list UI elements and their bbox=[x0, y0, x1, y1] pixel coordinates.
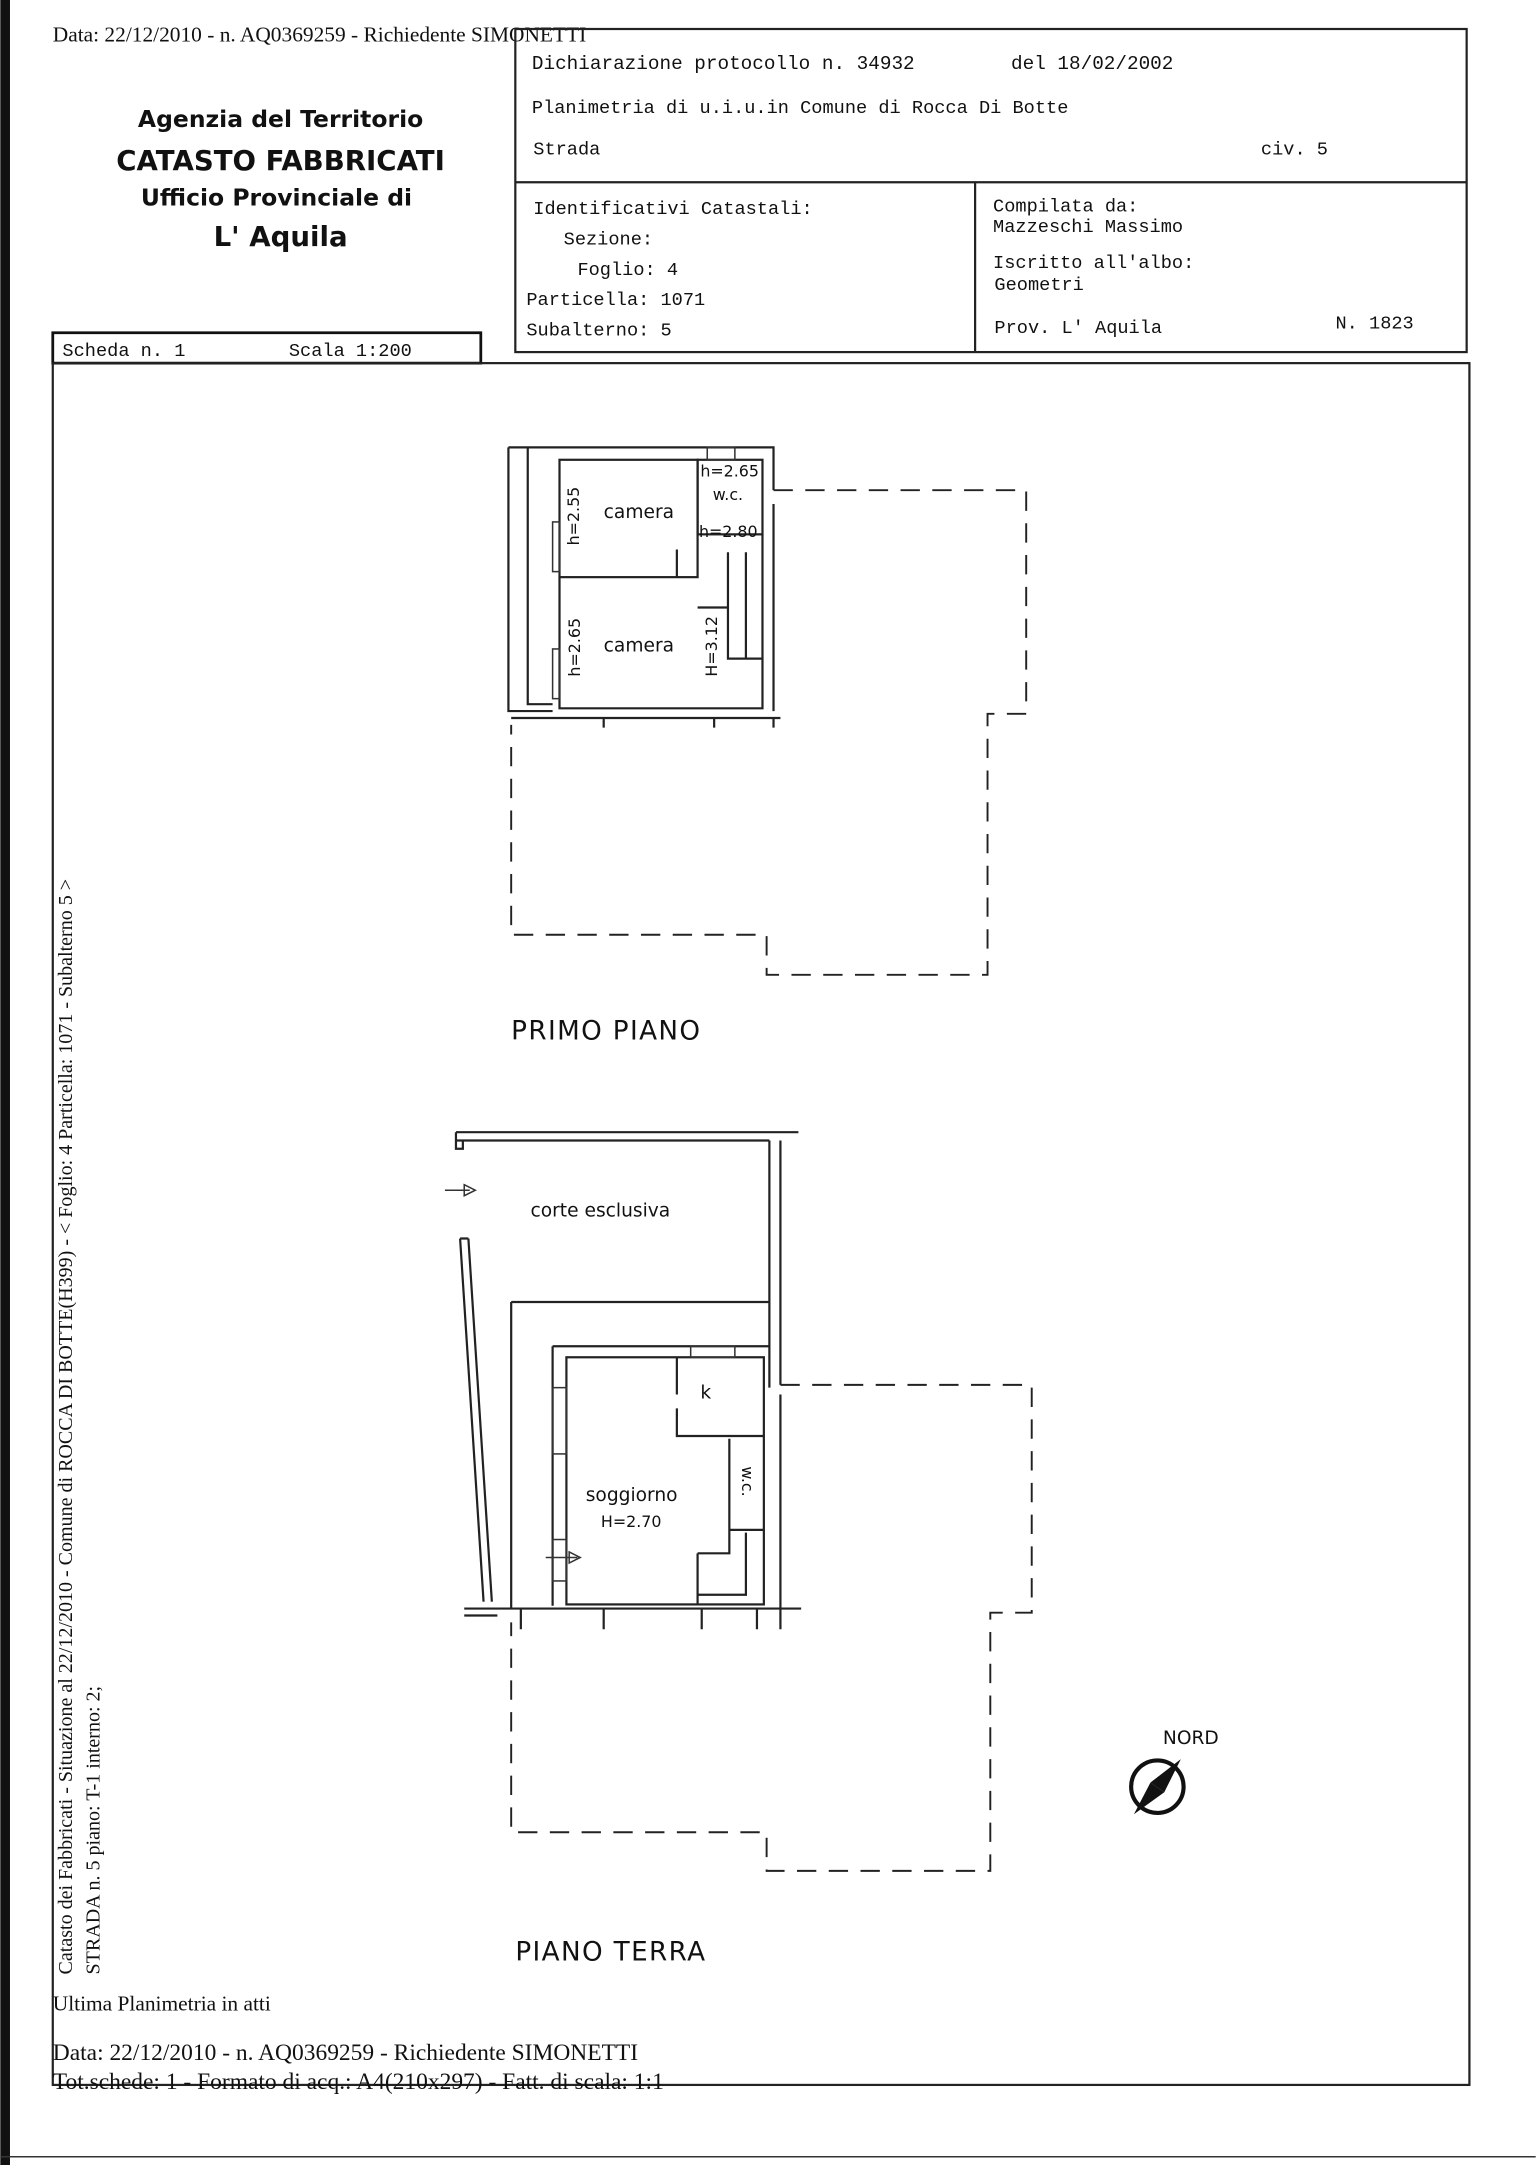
footer-status: Ultima Planimetria in atti bbox=[53, 1991, 271, 2015]
scheda-number: Scheda n. 1 bbox=[62, 340, 185, 362]
plan-title-piano-terra: PIANO TERRA bbox=[515, 1938, 706, 1968]
agency-city: L' Aquila bbox=[214, 220, 348, 253]
side-text-line2: STRADA n. 5 piano: T-1 interno: 2; bbox=[83, 1686, 105, 1975]
agency-catasto: CATASTO FABBRICATI bbox=[116, 144, 445, 177]
header-request-line: Data: 22/12/2010 - n. AQ0369259 - Richie… bbox=[53, 22, 587, 46]
room-camera-2: camera bbox=[604, 636, 674, 657]
compiler-title: Compilata da: bbox=[993, 195, 1138, 217]
north-arrow-icon bbox=[1129, 1758, 1186, 1815]
agency-name: Agenzia del Territorio bbox=[138, 105, 423, 133]
compiler-prov: Prov. L' Aquila bbox=[994, 317, 1162, 339]
plan-title-primo-piano: PRIMO PIANO bbox=[511, 1017, 701, 1047]
side-text-line1: Catasto dei Fabbricati - Situazione al 2… bbox=[55, 879, 77, 1974]
room-camera-1: camera bbox=[604, 502, 674, 523]
room-kitchen: k bbox=[700, 1383, 711, 1404]
height-wc-2: h=2.80 bbox=[699, 522, 758, 541]
protocol-date: del 18/02/2002 bbox=[1011, 53, 1173, 75]
foglio: Foglio: 4 bbox=[577, 259, 678, 281]
strada: Strada bbox=[533, 139, 600, 161]
room-wc-ground: w.c. bbox=[738, 1466, 757, 1496]
civico: civ. 5 bbox=[1261, 139, 1328, 161]
height-wc: h=2.65 bbox=[700, 461, 759, 480]
agency-office: Ufficio Provinciale di bbox=[141, 184, 412, 212]
particella: Particella: 1071 bbox=[526, 289, 705, 311]
subalterno: Subalterno: 5 bbox=[526, 320, 671, 342]
compiler-number: N. 1823 bbox=[1335, 313, 1413, 335]
height-camera-2: h=2.65 bbox=[565, 618, 584, 677]
albo-value: Geometri bbox=[994, 274, 1083, 296]
north-compass: NORD bbox=[1129, 1728, 1219, 1815]
height-main: H=3.12 bbox=[702, 616, 721, 677]
area-corte-esclusiva: corte esclusiva bbox=[531, 1200, 671, 1221]
plan-primo-piano: camera camera w.c. h=2.65 h=2.80 h=2.55 … bbox=[507, 446, 1028, 1047]
height-camera-1: h=2.55 bbox=[564, 487, 583, 546]
scan-edge bbox=[0, 0, 10, 2165]
albo-label: Iscritto all'albo: bbox=[993, 252, 1194, 274]
identifiers-title: Identificativi Catastali: bbox=[533, 198, 812, 220]
planimetria: Planimetria di u.i.u.in Comune di Rocca … bbox=[532, 97, 1069, 119]
compiler-name: Mazzeschi Massimo bbox=[993, 216, 1183, 238]
protocol: Dichiarazione protocollo n. 34932 bbox=[532, 53, 915, 75]
room-wc: w.c. bbox=[713, 485, 743, 504]
scheda-scale: Scala 1:200 bbox=[289, 340, 412, 362]
plan-piano-terra: corte esclusiva k soggiorno H=2.70 w.c. … bbox=[444, 1131, 1033, 1968]
drawing-frame bbox=[51, 362, 1471, 2087]
sezione: Sezione: bbox=[564, 228, 653, 250]
agency-block: Agenzia del Territorio CATASTO FABBRICAT… bbox=[116, 105, 445, 253]
footer-totals: Tot.schede: 1 - Formato di acq.: A4(210x… bbox=[53, 2069, 664, 2095]
scheda-box: Scheda n. 1 Scala 1:200 bbox=[51, 331, 483, 365]
north-label: NORD bbox=[1163, 1728, 1219, 1749]
room-soggiorno: soggiorno bbox=[586, 1485, 678, 1506]
footer-request-line: Data: 22/12/2010 - n. AQ0369259 - Richie… bbox=[53, 2040, 638, 2066]
height-soggiorno: H=2.70 bbox=[601, 1512, 662, 1531]
info-box: Dichiarazione protocollo n. 34932 del 18… bbox=[514, 27, 1468, 354]
